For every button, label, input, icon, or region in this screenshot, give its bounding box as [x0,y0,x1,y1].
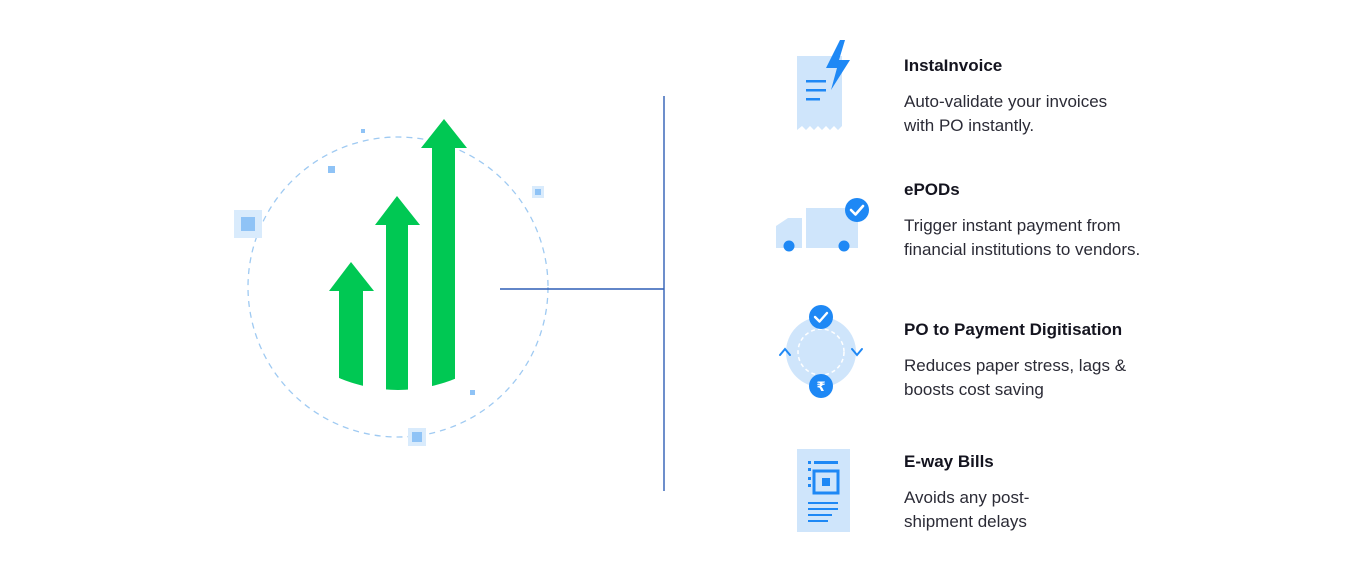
arrow-tall-head [421,119,467,148]
growth-hero-icon [234,119,549,446]
feature-eway-bills: E-way Bills Avoids any post- shipment de… [904,452,1204,534]
arrow-short-head [329,262,374,291]
connector-lines [500,95,772,492]
decor-square-small [328,166,335,173]
dashed-ring [247,136,549,438]
feature-instainvoice: InstaInvoice Auto-validate your invoices… [904,56,1204,138]
decor-square-large-inner [241,217,255,231]
bill-document-icon [797,449,850,532]
cycle-rupee-icon: ₹ [779,305,863,398]
feature-description: Avoids any post- shipment delays [904,488,1030,531]
feature-epods: ePODs Trigger instant payment from finan… [904,180,1204,262]
feature-po-to-payment: PO to Payment Digitisation Reduces paper… [904,320,1204,402]
feature-title: ePODs [904,180,960,199]
arrow-tall-shaft [432,147,455,390]
feature-title: InstaInvoice [904,56,1003,75]
feature-title: E-way Bills [904,452,994,471]
decor-square-right-inner [535,189,541,195]
arrow-medium-shaft [386,224,408,390]
feature-description: Auto-validate your invoices with PO inst… [904,92,1108,135]
arrow-short-shaft [339,290,363,390]
receipt-lightning-icon [797,40,850,130]
feature-description: Reduces paper stress, lags & boosts cost… [904,356,1127,399]
truck-check-icon [776,198,869,252]
arrow-medium-head [375,196,420,225]
svg-text:₹: ₹ [816,380,825,395]
decor-square-tiny [361,129,365,133]
decor-square-bottom-inner [412,432,422,442]
feature-title: PO to Payment Digitisation [904,320,1123,339]
decor-square-bottom-tiny [470,390,475,395]
feature-description: Trigger instant payment from financial i… [904,216,1141,259]
